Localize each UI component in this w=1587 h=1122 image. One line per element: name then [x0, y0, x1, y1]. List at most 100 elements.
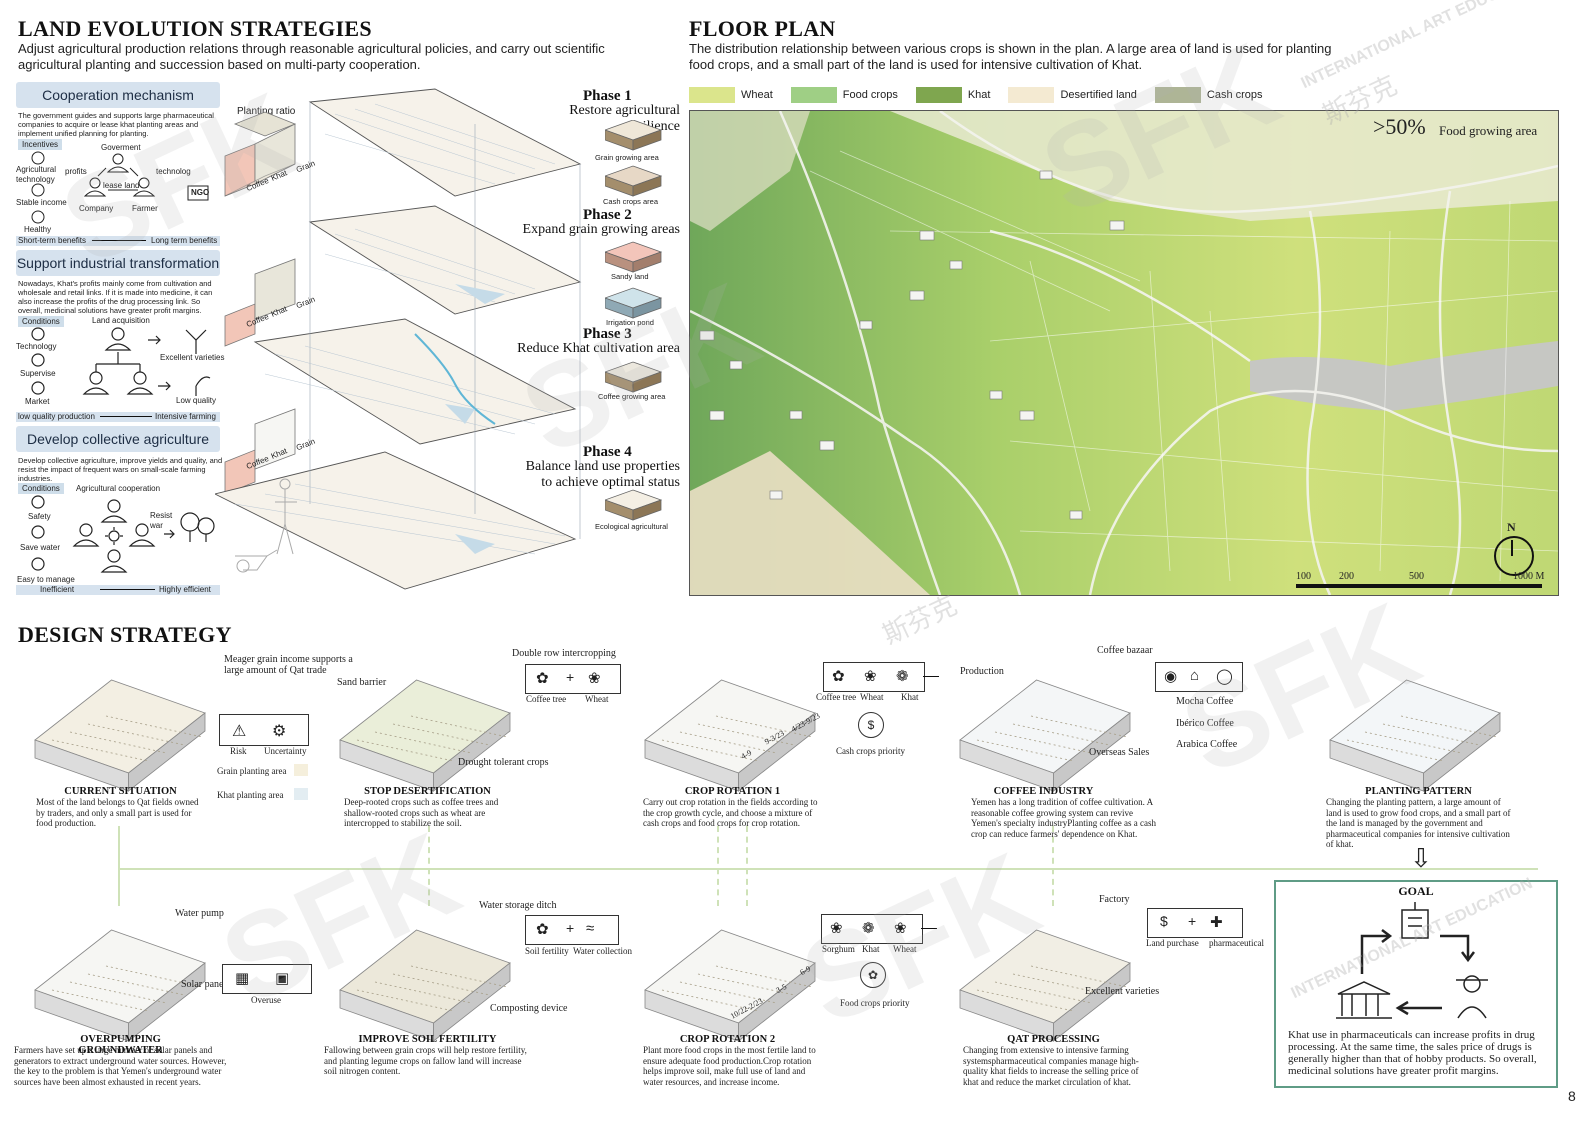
cube-label-irrigation: Irrigation pond [606, 318, 654, 327]
rot2-arrow [921, 928, 937, 929]
legend-item-2: Khat [915, 86, 1001, 104]
collective-resist: Resist war [150, 511, 173, 530]
soil-label-ditch: Water storage ditch [479, 900, 557, 911]
soil-body: Fallowing between grain crops will help … [324, 1045, 527, 1076]
rot2-block-row-0 [661, 989, 759, 1012]
planting-ratio-label: Planting ratio [237, 106, 296, 117]
coop-to: Long term benefits [151, 236, 218, 245]
goal-cycle [1330, 898, 1500, 1022]
uncertainty-icon: ⚙ [272, 723, 287, 740]
cube-label-cash: Cash crops area [603, 197, 659, 206]
coffee-icons-box: ◉ ⌂ ◯ [1155, 662, 1243, 692]
qat-icons-box: $ + ✚ [1147, 908, 1243, 938]
legend-item-0: Wheat [689, 86, 783, 104]
pump-label-water: Water pump [175, 908, 224, 919]
rot1-title: CROP ROTATION 1 [684, 786, 781, 797]
pattern-block-row-0 [1346, 739, 1444, 762]
collective-from: Inefficient [40, 585, 75, 594]
rot2-priority: Food crops priority [840, 998, 910, 1008]
pattern-title: PLANTING PATTERN [1365, 786, 1472, 797]
current-title: CURRENT SITUATION [64, 786, 177, 797]
coffee-block-right [1053, 712, 1131, 792]
cash-icon: ◯ [1216, 668, 1233, 685]
axis-connector-4 [746, 826, 748, 906]
rot2-icon-sorghum: Sorghum [822, 944, 855, 954]
land-purchase-icon: $ [1160, 913, 1168, 929]
pump-block-row-0 [51, 989, 149, 1012]
coffee-bean-icon: ◉ [1164, 668, 1178, 685]
industrial-pill: Support industrial transformation [16, 250, 220, 276]
coop-farmer-label: Farmer [132, 204, 158, 213]
coop-pill: Cooperation mechanism [16, 82, 220, 108]
land-title: LAND EVOLUTION STRATEGIES [18, 16, 372, 41]
coffee-label-bazaar: Coffee bazaar [1097, 645, 1153, 656]
scale-1000: 1000 M [1513, 571, 1545, 582]
coop-profits-label: profits [65, 167, 87, 176]
soil-block-row-2 [392, 973, 490, 996]
industrial-item-2: Supervise [20, 369, 56, 378]
water-collection-icon: ≈ [586, 920, 595, 937]
pump-icon-overuse: Overuse [251, 995, 281, 1005]
current-block-row-2 [87, 723, 185, 746]
industrial-land-acq: Land acquisition [92, 316, 150, 325]
coop-item-1: Agricultural technology [16, 165, 57, 184]
legend-item-4: Cash crops [1154, 86, 1273, 104]
rot1-arrow [923, 676, 939, 677]
wheat-icon: ❀ [588, 670, 601, 687]
current-legend-khat: Khat planting area [217, 790, 284, 800]
pump-label-solar: Solar panels [181, 979, 231, 990]
soil-block-row-1 [374, 981, 472, 1004]
soil-label-compost: Composting device [490, 1003, 568, 1014]
legend-item-3: Desertified land [1008, 86, 1146, 104]
shop-icon: ⌂ [1190, 667, 1200, 684]
coop-lease-label: lease land [103, 181, 140, 190]
soil-title: IMPROVE SOIL FERTILITY [358, 1034, 497, 1045]
coffee-block-row-0 [976, 739, 1074, 762]
qat-label-factory: Factory [1099, 894, 1130, 905]
current-body: Most of the land belongs to Qat fields o… [36, 797, 199, 828]
income-icon [31, 183, 45, 197]
rot1-body: Carry out crop rotation in the fields ac… [643, 797, 818, 828]
pill-icon: ✚ [1210, 914, 1223, 931]
collective-tag: Conditions [18, 483, 64, 494]
soil-fertility-icon: ✿ [536, 921, 549, 938]
industrial-to: Intensive farming [155, 412, 216, 421]
qat-block-row-3 [1030, 965, 1128, 988]
north-label: N [1507, 520, 1516, 534]
rot2-icons-box: ❀ ❁ ❀ [821, 914, 923, 944]
legend-label-4: Cash crops [1206, 88, 1263, 101]
axis-connector-3 [717, 826, 719, 906]
generator-icon: ▣ [275, 970, 290, 987]
legend-swatch-4 [1154, 86, 1201, 103]
pump-body: Farmers have set up a large number of so… [14, 1045, 227, 1087]
industrial-tag: Conditions [18, 316, 64, 327]
coffee-label-overseas: Overseas Sales [1089, 747, 1150, 758]
design-title: DESIGN STRATEGY [18, 622, 232, 647]
rot2-block-right [738, 962, 816, 1042]
desert-block-right [433, 712, 511, 792]
rot1-wheat-icon: ❀ [864, 668, 877, 685]
land-cubes [603, 119, 665, 540]
soil-block-row-0 [356, 989, 454, 1012]
coop-company-label: Company [79, 204, 114, 213]
desert-icon-coffee: Coffee tree [526, 694, 567, 704]
rot1-block-row-1 [679, 731, 777, 754]
soil-icon-water: Water collection [573, 946, 632, 956]
phase-4-title: Phase 4 [583, 444, 632, 460]
pump-block-right [128, 962, 206, 1042]
rot1-block-row-0 [661, 739, 759, 762]
rot2-icon-khat: Khat [862, 944, 880, 954]
qat-icon-land: Land purchase [1146, 938, 1199, 948]
industrial-low-quality: Low quality [176, 396, 217, 405]
collective-diagram [18, 494, 223, 580]
tech-icon [31, 151, 45, 165]
industrial-item-3: Market [25, 397, 50, 406]
cube-label-grain: Grain growing area [595, 153, 659, 162]
page-number: 8 [1568, 1088, 1576, 1104]
desert-label-sand: Sand barrier [337, 677, 387, 688]
cube-label-coffee: Coffee growing area [598, 392, 666, 401]
axis-connector-1 [118, 826, 120, 906]
goal-box [1274, 880, 1558, 1088]
collective-desc: Develop collective agriculture, improve … [18, 456, 223, 483]
health-icon [31, 210, 45, 224]
